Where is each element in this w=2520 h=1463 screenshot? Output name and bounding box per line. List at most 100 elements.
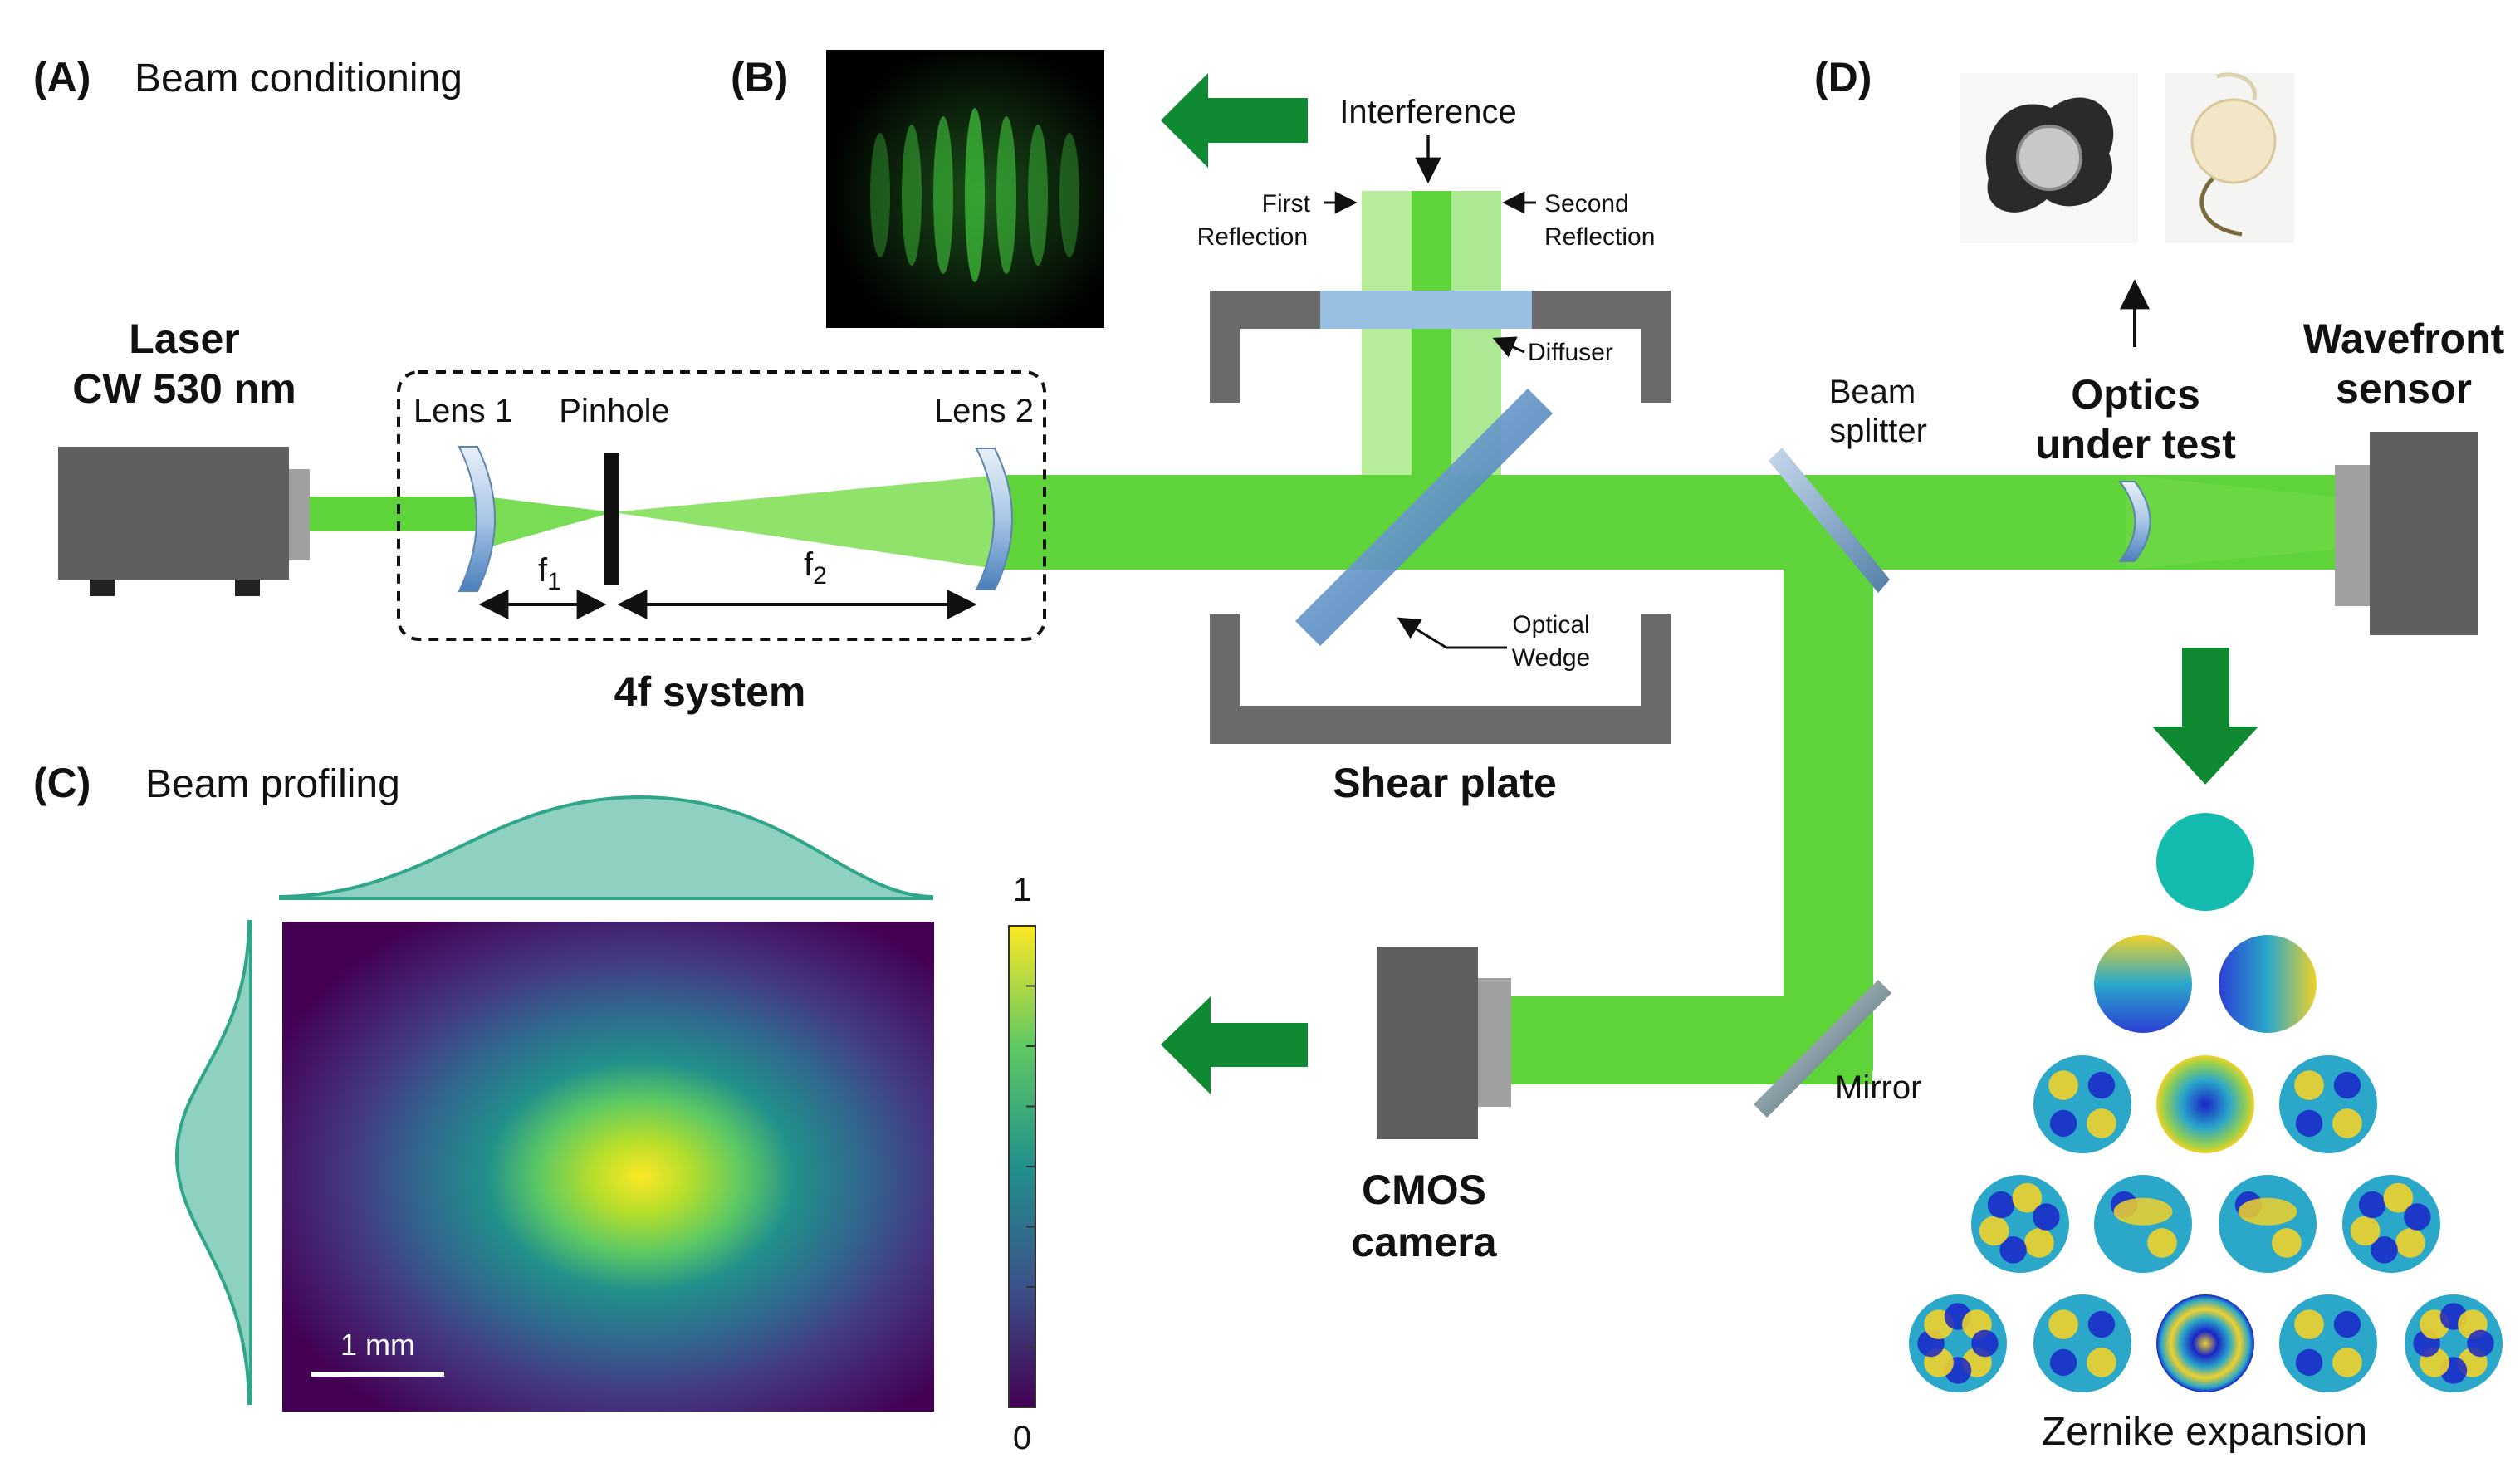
zernike-lobe-neg xyxy=(2295,1348,2323,1377)
zernike-mode xyxy=(2279,1294,2377,1392)
zernike-lobe-neg xyxy=(2033,1203,2060,1231)
zernike-lobe-pos xyxy=(2012,1182,2043,1213)
zernike-lobe-pos xyxy=(2048,1309,2078,1339)
laser-foot-left xyxy=(90,580,115,596)
beam-splitter-label-2: splitter xyxy=(1829,413,1927,449)
laser-source xyxy=(58,447,310,596)
lens-holder-optic xyxy=(2016,125,2082,191)
lens-1 xyxy=(458,446,496,592)
optic-under-test-lens xyxy=(2117,481,2151,562)
second-reflection-label-1: Second xyxy=(1544,190,1629,218)
beam-to-sensor xyxy=(2126,475,2350,570)
interference-fringe-image xyxy=(826,50,1104,328)
scale-bar-label: 1 mm xyxy=(340,1328,415,1362)
zernike-lobe-pos xyxy=(2395,1228,2425,1258)
horizontal-beam-profile xyxy=(279,795,933,900)
cmos-label-line2: camera xyxy=(1351,1219,1497,1265)
laser-body xyxy=(58,447,289,580)
zernike-lobe-neg xyxy=(2467,1329,2494,1358)
panel-d-tag: (D) xyxy=(1814,54,1872,100)
zernike-lobe-neg xyxy=(2295,1109,2323,1138)
zernike-lobe-neg xyxy=(1999,1236,2027,1264)
zernike-mode xyxy=(2405,1294,2503,1392)
panel-a-tag: (A) xyxy=(33,54,91,100)
pinhole-label: Pinhole xyxy=(559,393,669,429)
output-arrow-profiling xyxy=(1161,996,1308,1094)
shear-plate-bottom-housing xyxy=(1210,614,1671,744)
zernike-lobe-pos xyxy=(2350,1216,2381,1246)
zernike-mode xyxy=(1971,1175,2069,1273)
fringe-stripe xyxy=(996,116,1016,274)
beam-splitter xyxy=(1769,448,1890,593)
zernike-lobe-neg xyxy=(2371,1236,2398,1264)
lens-2 xyxy=(975,448,1013,590)
four-f-system-box xyxy=(397,370,1046,641)
beam-laser-to-lens1 xyxy=(307,497,486,531)
first-reflection-label-2: Reflection xyxy=(1197,223,1308,251)
zernike-lobe-pos xyxy=(2087,1348,2116,1377)
sensor-body xyxy=(2370,432,2478,635)
zernike-lobe-pos xyxy=(2383,1182,2414,1213)
zernike-mode xyxy=(2219,935,2317,1033)
sensor-aperture xyxy=(2335,465,2370,606)
diffuser-pointer xyxy=(1492,336,1525,358)
beam-diverging xyxy=(613,475,1001,570)
lens2-label: Lens 2 xyxy=(934,393,1034,429)
colorbar-ticks xyxy=(1026,985,1035,1348)
zernike-pyramid xyxy=(1909,813,2503,1392)
camera-body xyxy=(1377,947,1478,1139)
haptic-top xyxy=(2216,72,2257,100)
zernike-mode xyxy=(2033,1055,2131,1153)
cmos-label-line1: CMOS xyxy=(1362,1167,1486,1213)
zernike-mode xyxy=(2094,1175,2192,1273)
beam-profile-heatmap xyxy=(282,922,934,1412)
mirror-label: Mirror xyxy=(1835,1069,1921,1106)
fringe-stripe xyxy=(1028,125,1048,266)
pinhole-plate xyxy=(604,453,619,585)
zernike-lobe-neg xyxy=(2049,1348,2077,1377)
f1-label: f1 xyxy=(538,552,561,595)
panel-c-tag: (C) xyxy=(33,760,91,806)
camera-sensor-window xyxy=(1478,978,1511,1107)
optical-wedge-pointer xyxy=(1397,617,1507,649)
beam-overlap xyxy=(1412,191,1451,475)
zernike-mode-base xyxy=(2033,1294,2131,1392)
zernike-mode xyxy=(2219,1175,2317,1273)
zernike-lobe-neg xyxy=(2333,1071,2361,1099)
beam-splitter-label-1: Beam xyxy=(1829,374,1916,410)
optics-label-1: Optics xyxy=(2071,371,2200,418)
zernike-mode-base xyxy=(2279,1294,2377,1392)
fringe-stripe xyxy=(870,133,890,257)
f2-label: f2 xyxy=(804,546,827,590)
beam-converging xyxy=(486,497,613,548)
wavefront-label-1: Wavefront xyxy=(2303,316,2505,362)
fringe-stripe xyxy=(902,125,922,266)
fringe-stripes xyxy=(870,108,1079,282)
zernike-mode xyxy=(2156,1055,2254,1153)
optical-wedge-label-1: Optical xyxy=(1512,611,1589,639)
output-arrow-zernike xyxy=(2152,648,2258,785)
zernike-coma-band xyxy=(2113,1197,2173,1226)
interference-label: Interference xyxy=(1339,94,1516,130)
zernike-mode xyxy=(2033,1294,2131,1392)
zernike-lobe-pos xyxy=(2294,1070,2324,1100)
zernike-lobe-neg xyxy=(1971,1329,1999,1358)
zernike-lobe-pos xyxy=(2024,1228,2054,1258)
panel-c-title: Beam profiling xyxy=(145,762,400,806)
wavefront-sensor xyxy=(2335,432,2478,635)
fringe-stripe xyxy=(965,108,985,282)
zernike-lobe-pos xyxy=(2087,1108,2116,1138)
diffuser-label: Diffuser xyxy=(1528,339,1613,366)
wavefront-label-2: sensor xyxy=(2336,365,2472,412)
zernike-lobe-pos xyxy=(1979,1216,2009,1246)
intraocular-lens-optic xyxy=(2190,98,2277,184)
shear-plate-label: Shear plate xyxy=(1333,760,1557,806)
zernike-lobe-pos xyxy=(2332,1108,2362,1138)
zernike-mode xyxy=(1909,1294,2007,1392)
zernike-lobe-neg xyxy=(2087,1071,2116,1099)
zernike-lobe-pos xyxy=(2294,1309,2324,1339)
diffuser xyxy=(1320,291,1532,329)
zernike-lobe-neg xyxy=(1987,1191,2015,1219)
laser-label-line2: CW 530 nm xyxy=(72,365,296,412)
